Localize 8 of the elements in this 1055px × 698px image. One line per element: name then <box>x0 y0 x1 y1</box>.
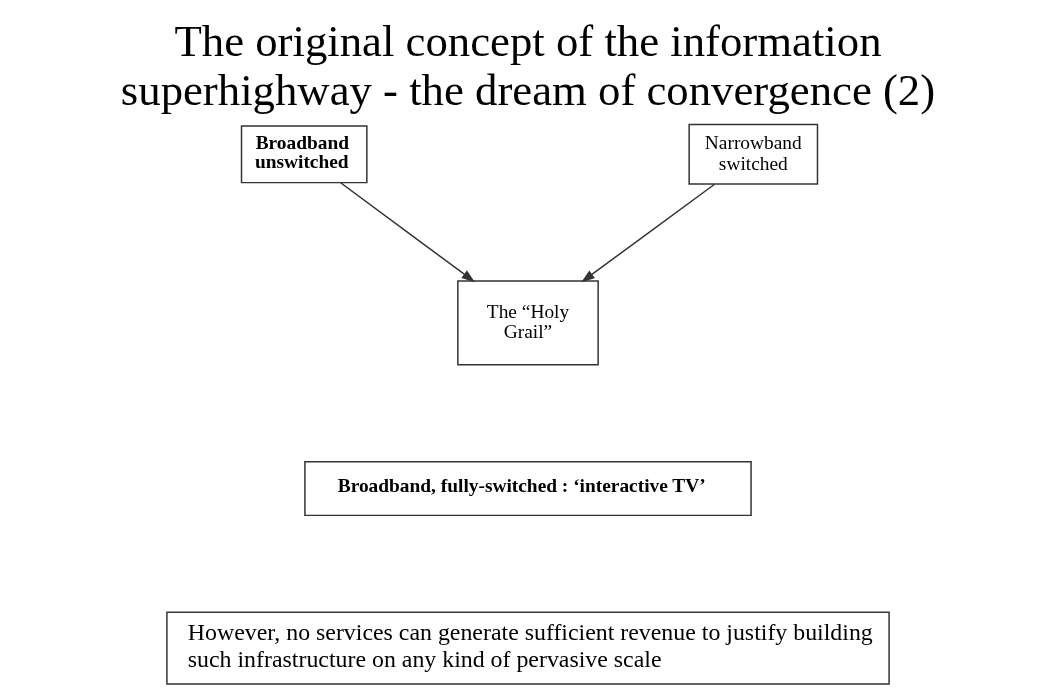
diagram-title: The original concept of the information superhighway - the dream of convergence (2) <box>120 15 935 116</box>
node-box: However, no services can generate sufficient revenue to justify building such infrastructure on any kind of pervasive scale <box>165 611 890 685</box>
node-box: Narrowband switched <box>687 123 818 185</box>
node-box: Broadband, fully-switched : ‘interactive TV’ <box>303 460 752 517</box>
node-box: The “Holy Grail” <box>456 280 599 366</box>
node-box: Broadband unswitched <box>240 125 368 184</box>
arrow <box>580 183 715 283</box>
arrow <box>339 182 475 283</box>
